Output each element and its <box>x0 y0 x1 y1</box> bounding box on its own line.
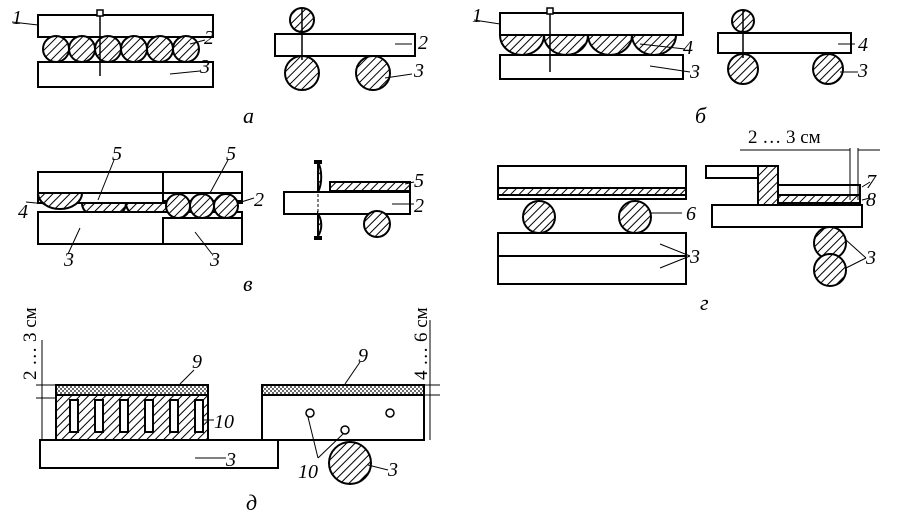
base-3 <box>37 61 214 88</box>
panel-g-left: 6 3 <box>497 165 700 285</box>
bar-section-bottom-b2 <box>812 53 844 85</box>
base-3-d <box>39 439 279 469</box>
plate-g <box>497 165 687 189</box>
plate-v2 <box>162 171 243 194</box>
top-bar-7 <box>705 165 759 179</box>
label-4-b: 4 <box>683 37 693 59</box>
electrode-icon <box>96 9 104 76</box>
label-9-d-side: 9 <box>358 345 368 367</box>
bars-10 <box>55 394 209 441</box>
label-5-side: 5 <box>414 170 424 192</box>
label-3-d-side: 3 <box>387 459 398 481</box>
panel-g-right: 2 … 3 см 7 8 3 <box>705 127 880 287</box>
plate-1-b <box>499 12 684 36</box>
label-3-b: 3 <box>689 61 700 83</box>
panel-v: 5 4 3 5 2 3 <box>18 143 424 296</box>
label-2-side: 2 <box>418 32 428 54</box>
base-3-g2 <box>497 255 687 285</box>
panel-b-front-view: 1 4 3 <box>472 5 700 83</box>
label-5-v2: 5 <box>226 143 236 165</box>
label-10-d-side: 10 <box>298 461 318 483</box>
base-3-g1 <box>497 232 687 257</box>
panel-d-right: 4 … 6 см 9 10 3 <box>261 307 440 485</box>
panel-a-side-view: 2 3 <box>274 7 428 91</box>
panel-g: 6 3 2 … 3 см 7 8 3 г <box>497 127 880 315</box>
bar-3-g-bottom <box>813 253 847 287</box>
bar-section-bottom-2 <box>355 55 391 91</box>
label-7: 7 <box>866 171 877 193</box>
label-10-d: 10 <box>214 411 234 433</box>
caption-a: а <box>243 103 254 128</box>
label-3: 3 <box>199 56 210 78</box>
label-2: 2 <box>204 27 214 49</box>
caption-d: д <box>246 490 257 515</box>
bar-2-side-v <box>283 191 411 215</box>
strip-g <box>497 187 687 196</box>
panel-v-side-view: 5 2 <box>283 160 424 240</box>
panel-b: 1 4 3 4 3 б <box>472 5 868 128</box>
bar-2-side <box>274 33 416 57</box>
caption-g: г <box>700 290 709 315</box>
bars-2 <box>42 35 200 63</box>
label-1-b: 1 <box>472 5 482 27</box>
plate-1 <box>37 14 214 38</box>
bar-7 <box>777 184 861 196</box>
strip-5-side <box>329 181 411 192</box>
caption-v: в <box>243 271 253 296</box>
label-3-g: 3 <box>689 246 700 268</box>
label-1: 1 <box>12 7 22 29</box>
label-3-g-right: 3 <box>865 247 876 269</box>
panel-a-front-view: 1 2 3 <box>11 7 214 88</box>
label-5-v1: 5 <box>112 143 122 165</box>
bar-6-a <box>522 200 556 234</box>
label-4-side: 4 <box>858 34 868 56</box>
panel-a: 1 2 3 2 3 а <box>11 7 428 128</box>
panel-d: 2 … 3 см 9 10 3 4 … 6 см 9 10 3 <box>20 307 440 515</box>
layer-9 <box>55 384 209 396</box>
plate-g-right <box>711 204 863 228</box>
panel-d-left: 2 … 3 см 9 10 3 <box>20 307 279 471</box>
weld-8 <box>777 194 861 204</box>
label-3-d: 3 <box>225 449 236 471</box>
label-3-side: 3 <box>413 60 424 82</box>
dim-d-right: 4 … 6 см <box>411 307 432 380</box>
base-3-v2 <box>162 217 243 245</box>
panel-v-middle: 5 2 3 <box>162 143 264 271</box>
label-8: 8 <box>866 189 876 211</box>
label-2-v: 2 <box>254 189 264 211</box>
label-3-v2: 3 <box>209 249 220 271</box>
label-3-v1: 3 <box>63 249 74 271</box>
base-3-b <box>499 54 684 80</box>
caption-b: б <box>695 103 707 128</box>
bar-3-d-side <box>328 441 372 485</box>
bar-section-bottom-b <box>727 53 759 85</box>
dim-d-left: 2 … 3 см <box>20 307 41 380</box>
bar-section-v <box>363 210 391 238</box>
label-4-v: 4 <box>18 201 28 223</box>
label-2-side-v: 2 <box>414 195 424 217</box>
label-9-d: 9 <box>192 351 202 373</box>
gap-g <box>497 194 687 200</box>
label-6: 6 <box>686 203 696 225</box>
label-3-side-b: 3 <box>857 60 868 82</box>
bar-section-bottom <box>284 55 320 91</box>
bar-6-b <box>618 200 652 234</box>
electrode-icon <box>546 7 554 72</box>
layer-9-side <box>261 384 425 396</box>
panel-b-side-view: 4 3 <box>717 9 868 85</box>
dim-g-gap: 2 … 3 см <box>748 127 821 148</box>
bar-4-side <box>717 32 852 54</box>
